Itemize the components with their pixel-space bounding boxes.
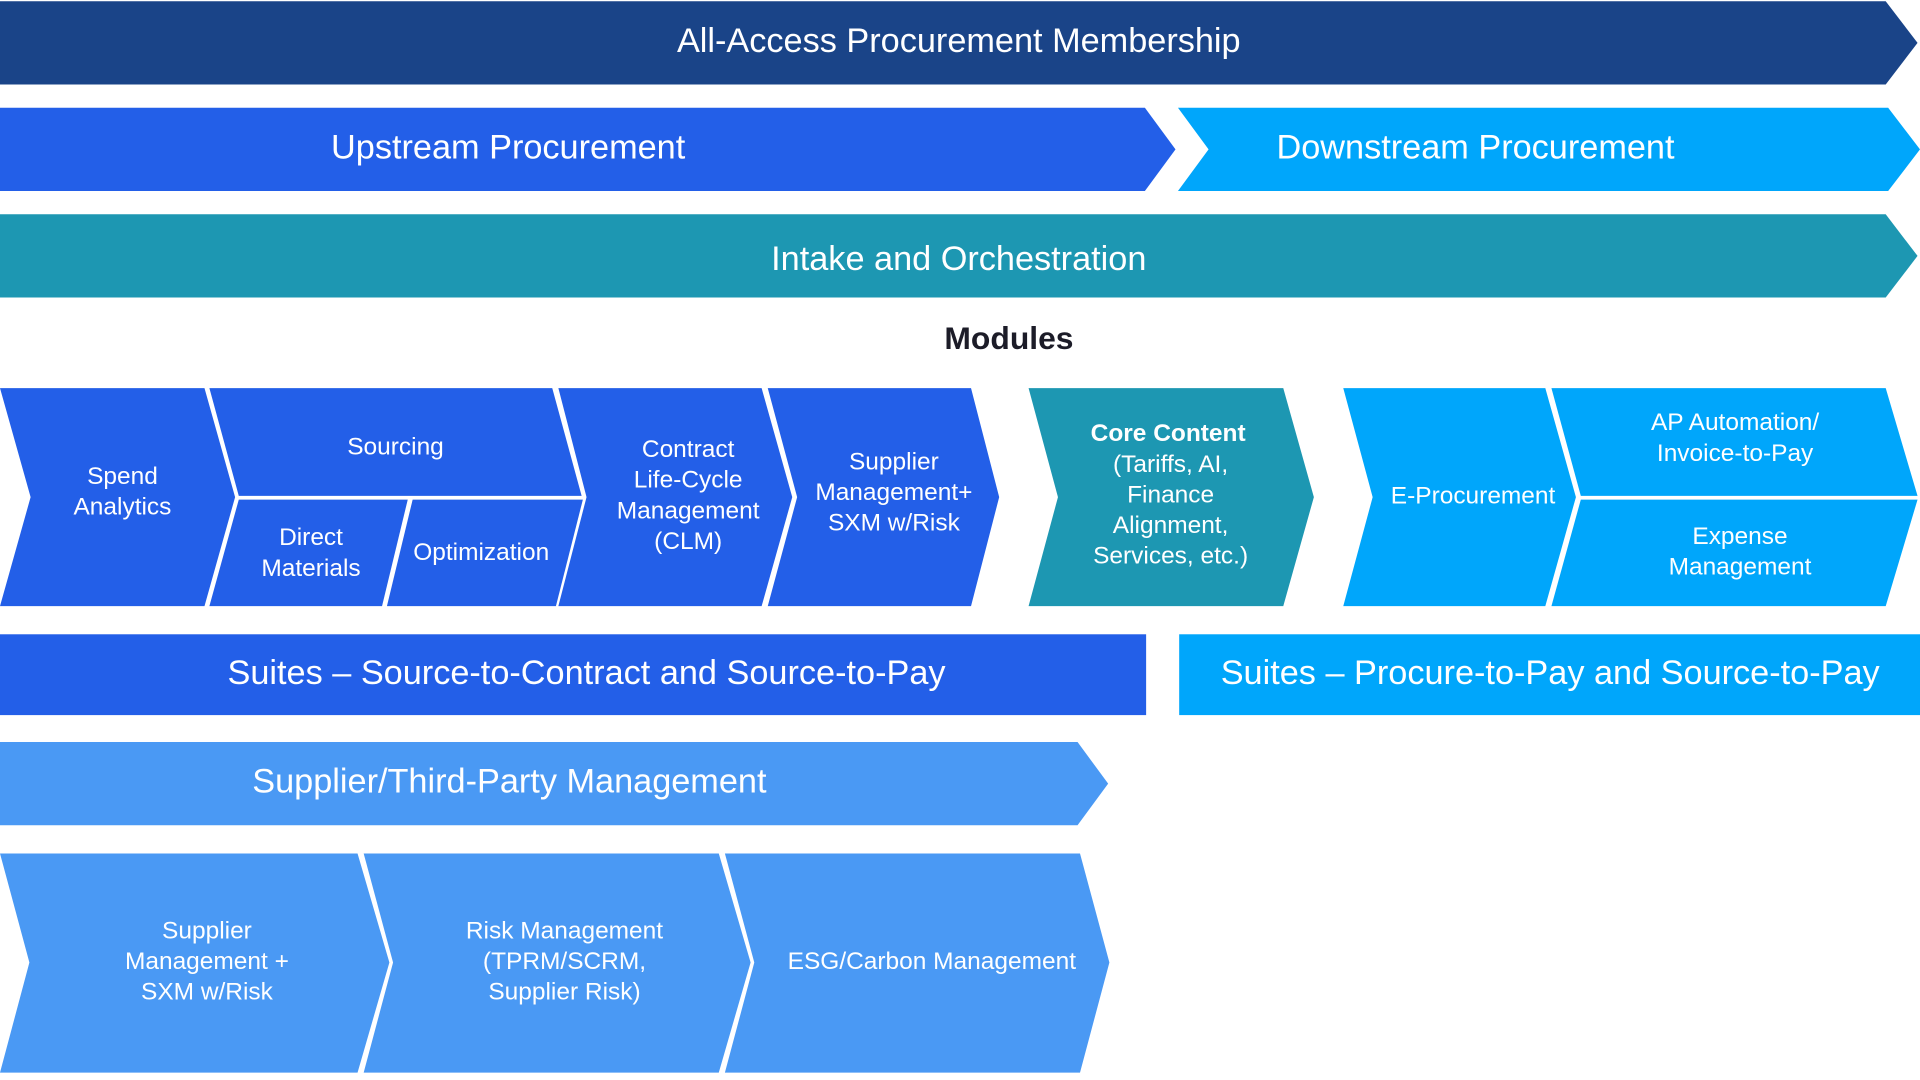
label-line: SXM w/Risk	[828, 510, 961, 537]
label-line: Services, etc.)	[1093, 543, 1248, 570]
suites-s2c-banner[interactable]: Suites – Source-to-Contract and Source-t…	[0, 634, 1147, 716]
intake-banner[interactable]: Intake and Orchestration	[0, 214, 1918, 298]
bottom-supplier-management[interactable]: Supplier Management + SXM w/Risk	[0, 853, 390, 1073]
label-line: Risk Management	[466, 917, 663, 944]
label-line: Finance	[1127, 481, 1214, 508]
label-line: Management	[617, 497, 760, 524]
label-line: Alignment,	[1113, 512, 1229, 539]
module-ap-automation[interactable]: AP Automation/ Invoice-to-Pay	[1551, 388, 1918, 496]
label-line: (TPRM/SCRM,	[483, 948, 646, 975]
membership-banner[interactable]: All-Access Procurement Membership	[0, 1, 1918, 85]
label-line: Direct	[279, 524, 343, 551]
label-line: Invoice-to-Pay	[1657, 440, 1814, 467]
module-optimization[interactable]: Optimization	[386, 499, 583, 607]
module-clm[interactable]: Contract Life-Cycle Management (CLM)	[558, 388, 793, 607]
label-line: Management+	[815, 479, 972, 506]
label-line: Management +	[125, 948, 289, 975]
module-core-content[interactable]: Core Content (Tariffs, AI, Finance Align…	[1028, 388, 1314, 607]
module-spend-analytics[interactable]: Spend Analytics	[0, 388, 236, 607]
label-line: Optimization	[413, 539, 549, 566]
bottom-risk-management[interactable]: Risk Management (TPRM/SCRM, Supplier Ris…	[363, 853, 751, 1073]
label-line: Supplier	[849, 448, 939, 475]
label-line: E-Procurement	[1391, 483, 1556, 510]
label-line: Contract	[642, 436, 735, 463]
downstream-label: Downstream Procurement	[1277, 128, 1675, 166]
suites-left-label: Suites – Source-to-Contract and Source-t…	[228, 654, 947, 692]
label-line: Supplier Risk)	[488, 979, 640, 1006]
upstream-banner[interactable]: Upstream Procurement	[0, 107, 1176, 192]
label-line: Spend	[87, 463, 158, 490]
module-e-procurement[interactable]: E-Procurement	[1343, 388, 1576, 607]
label-line: (CLM)	[654, 528, 722, 555]
third-party-label: Supplier/Third-Party Management	[252, 763, 767, 801]
downstream-banner[interactable]: Downstream Procurement	[1177, 107, 1920, 192]
label-line: (Tariffs, AI,	[1113, 451, 1228, 478]
module-direct-materials[interactable]: Direct Materials	[209, 499, 408, 607]
label-line: Life-Cycle	[634, 467, 743, 494]
label-line: Materials	[261, 555, 360, 582]
label-line: Management	[1669, 554, 1812, 581]
module-expense-management[interactable]: Expense Management	[1551, 499, 1918, 607]
modules-title: Modules	[944, 320, 1073, 356]
membership-label: All-Access Procurement Membership	[677, 22, 1241, 60]
suites-p2p-banner[interactable]: Suites – Procure-to-Pay and Source-to-Pa…	[1179, 634, 1920, 716]
intake-label: Intake and Orchestration	[771, 240, 1146, 278]
label-line: Analytics	[73, 494, 171, 521]
label-line: AP Automation/	[1651, 409, 1819, 436]
label-line: Expense	[1692, 523, 1787, 550]
bottom-esg-carbon[interactable]: ESG/Carbon Management	[724, 853, 1110, 1073]
module-supplier-management[interactable]: Supplier Management+ SXM w/Risk	[767, 388, 1000, 607]
module-sourcing[interactable]: Sourcing	[209, 388, 582, 496]
label-line: Supplier	[162, 917, 252, 944]
third-party-banner[interactable]: Supplier/Third-Party Management	[0, 742, 1109, 826]
suites-right-label: Suites – Procure-to-Pay and Source-to-Pa…	[1221, 654, 1881, 692]
label-line: Sourcing	[347, 434, 444, 461]
label-line: Core Content	[1091, 420, 1246, 447]
label-line: ESG/Carbon Management	[788, 948, 1077, 975]
label-line: SXM w/Risk	[141, 979, 274, 1006]
upstream-label: Upstream Procurement	[331, 128, 686, 166]
